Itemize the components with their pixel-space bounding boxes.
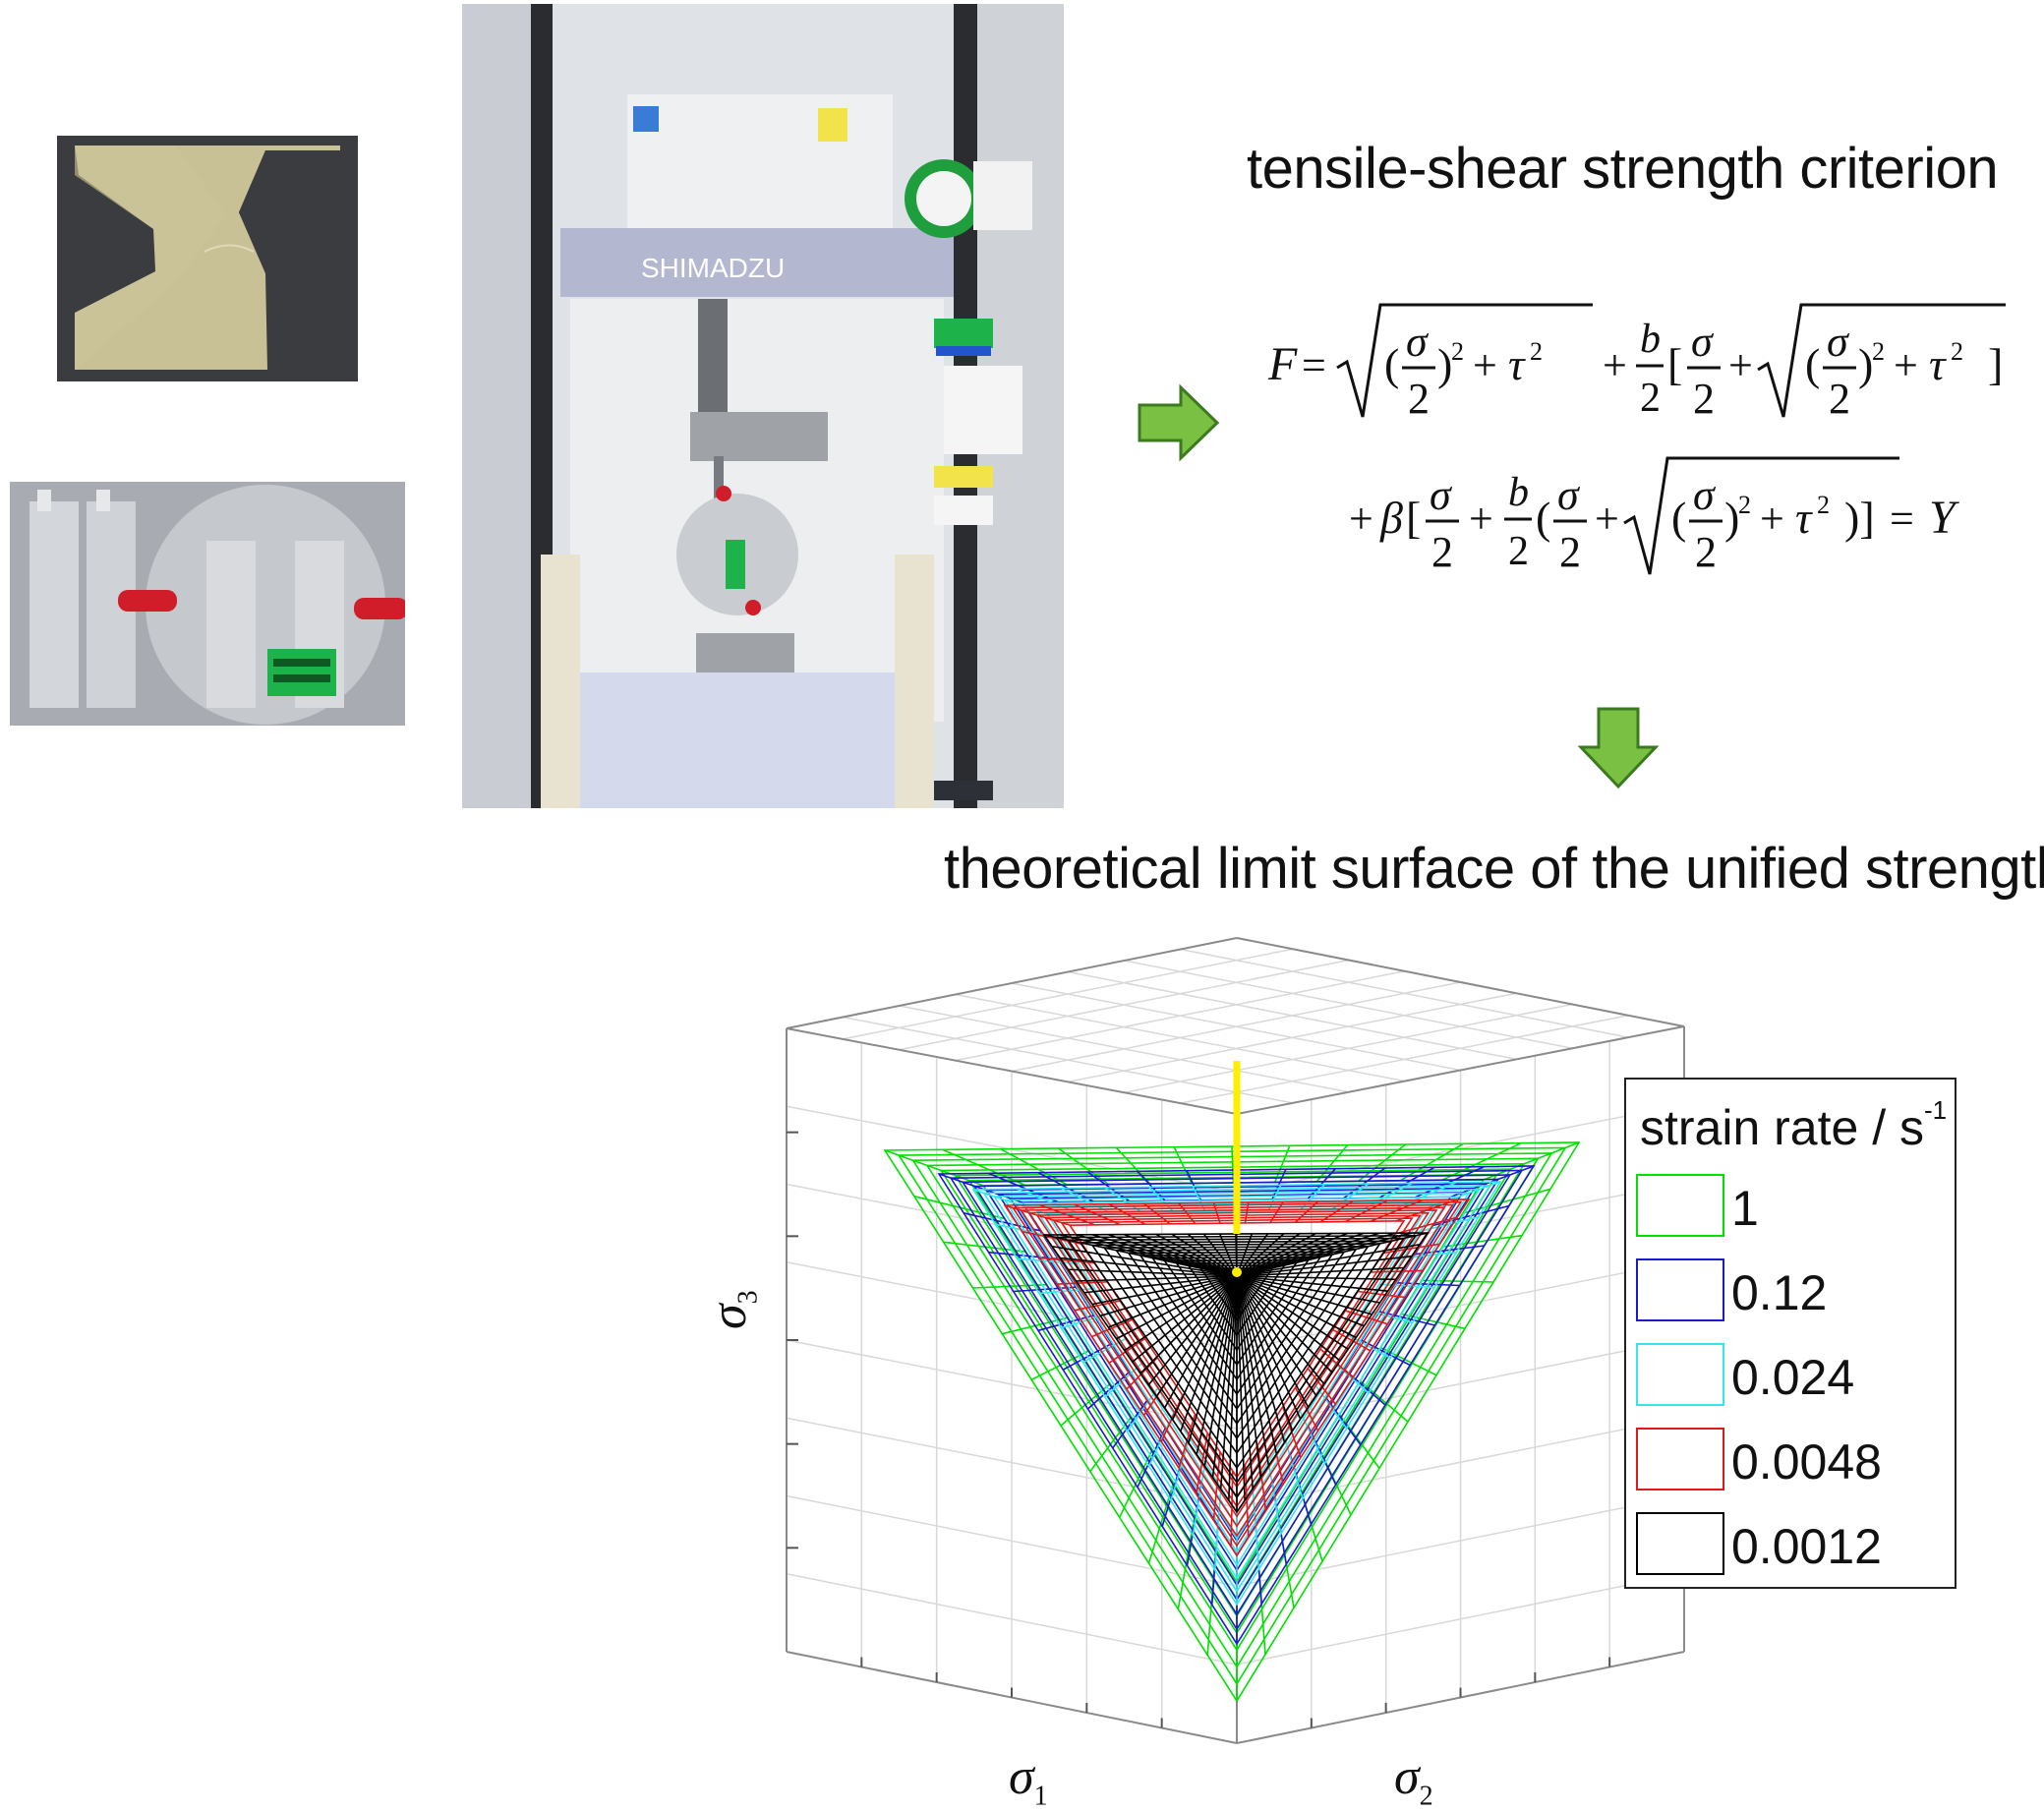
axis-label-sigma3: σ3: [700, 1290, 764, 1329]
legend-swatch: [1636, 1343, 1724, 1406]
legend-label: 1: [1731, 1180, 1759, 1237]
legend-item: 0.0048: [1636, 1428, 1951, 1498]
legend-item: 0.024: [1636, 1343, 1951, 1414]
legend-label: 0.0048: [1731, 1433, 1882, 1491]
surface-spoke: [1360, 1381, 1408, 1422]
axis-label-sigma2: σ2: [1394, 1748, 1433, 1812]
legend-item: 1: [1636, 1174, 1951, 1245]
surface-spoke: [1339, 1415, 1379, 1469]
legend-swatch: [1636, 1258, 1724, 1321]
axis-label-sigma1: σ1: [1009, 1748, 1048, 1812]
box-edge: [787, 938, 1237, 1028]
plot-grid: [787, 938, 1684, 1743]
legend-label: 0.12: [1731, 1264, 1827, 1321]
legend-item: 0.0012: [1636, 1512, 1951, 1583]
strain-rate-legend: strain rate / s-1 1 0.12 0.024 0.0048 0.…: [1624, 1078, 1956, 1589]
limit-surfaces: [885, 1142, 1579, 1701]
apex-marker: [1232, 1267, 1242, 1277]
surface-spoke: [1422, 1280, 1493, 1282]
legend-swatch: [1636, 1512, 1724, 1575]
legend-swatch: [1636, 1174, 1724, 1237]
legend-title: strain rate / s-1: [1640, 1099, 1947, 1156]
legend-item: 0.12: [1636, 1258, 1951, 1329]
legend-label: 0.0012: [1731, 1518, 1882, 1575]
surface-spoke: [1117, 1276, 1238, 1339]
legend-label: 0.024: [1731, 1349, 1854, 1406]
legend-swatch: [1636, 1428, 1724, 1491]
surface-spoke: [1057, 1282, 1107, 1284]
